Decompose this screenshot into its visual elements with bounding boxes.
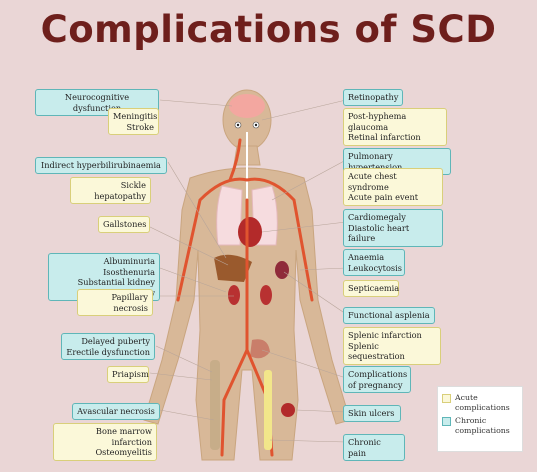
chronic-pain-box: Chronic pain	[343, 434, 405, 461]
avascular-necrosis-box: Avascular necrosis	[72, 403, 160, 420]
chest-syndrome-box: Acute chest syndrome Acute pain event	[343, 168, 443, 206]
legend-chronic: Chronic complications	[442, 416, 518, 435]
hyperbilirubinaemia-box: Indirect hyperbilirubinaemia	[35, 157, 167, 174]
splenic-box: Splenic infarction Splenic sequestration	[343, 327, 441, 365]
brain	[229, 94, 265, 118]
skin-ulcer	[281, 403, 295, 417]
legend-acute: Acute complications	[442, 393, 518, 412]
anaemia-box: Anaemia Leukocytosis	[343, 249, 405, 276]
functional-asplenia-box: Functional asplenia	[343, 307, 435, 324]
femur-left	[210, 360, 220, 450]
femur-right	[264, 370, 272, 450]
heart	[238, 217, 262, 247]
spleen	[275, 261, 289, 279]
acute-swatch	[442, 394, 451, 403]
retinal-acute-box: Post-hyphema glaucoma Retinal infarction	[343, 108, 447, 146]
papillary-necrosis-box: Papillary necrosis	[77, 289, 153, 316]
gallstones-box: Gallstones	[98, 216, 150, 233]
puberty-box: Delayed puberty Erectile dysfunction	[61, 333, 155, 360]
priapism-box: Priapism	[107, 366, 149, 383]
pregnancy-box: Complications of pregnancy	[343, 366, 411, 393]
meningitis-stroke-box: Meningitis Stroke	[108, 108, 159, 135]
retinopathy-box: Retinopathy	[343, 89, 403, 106]
bone-marrow-box: Bone marrow infarction Osteomyelitis	[53, 423, 157, 461]
cardiomegaly-box: Cardiomegaly Diastolic heart failure	[343, 209, 443, 247]
chronic-swatch	[442, 417, 451, 426]
kidney-left	[228, 285, 240, 305]
skin-ulcers-box: Skin ulcers	[343, 405, 401, 422]
septicaemia-box: Septicaemia	[343, 280, 399, 297]
sickle-hepatopathy-box: Sickle hepatopathy	[70, 177, 151, 204]
left-lung	[217, 186, 242, 245]
kidney-right	[260, 285, 272, 305]
legend: Acute complications Chronic complication…	[437, 386, 523, 452]
